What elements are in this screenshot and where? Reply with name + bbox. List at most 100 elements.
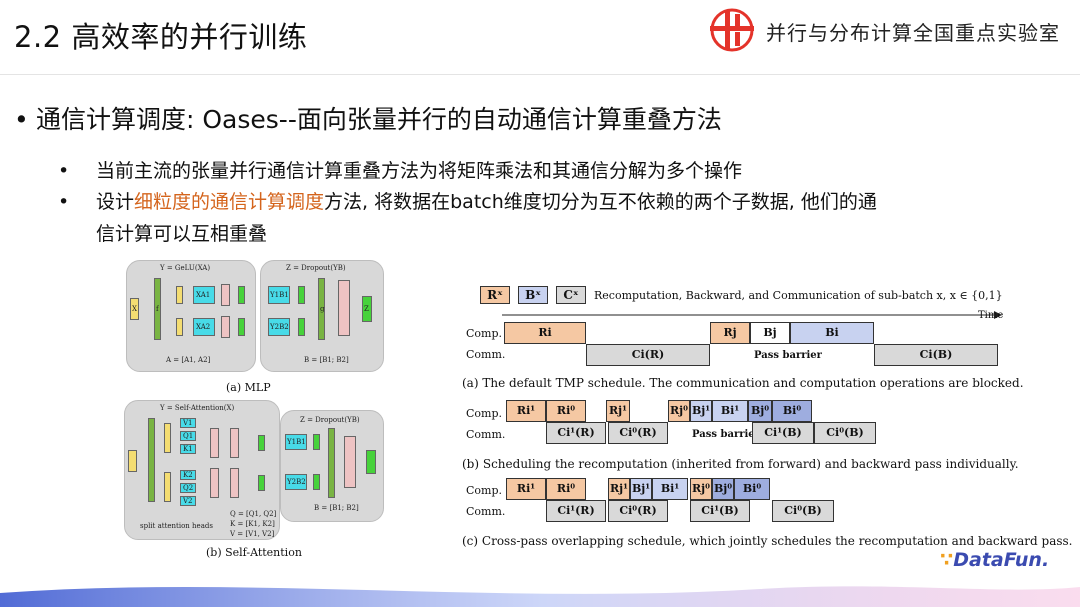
a-comp-label: Comp.: [466, 327, 503, 340]
attn-z2-block: [313, 474, 320, 490]
attn-v2-label: V2: [183, 497, 193, 505]
mlp-xa2-label: XA2: [196, 323, 211, 331]
split-eq-k: K = [K1, K2]: [230, 520, 275, 528]
attn-z-block: [366, 450, 376, 474]
attn-x2-block: [164, 472, 171, 502]
mlp-gelu1-block: [221, 284, 230, 306]
split-eq-q: Q = [Q1, Q2]: [230, 510, 277, 518]
b-comp-rj1: Rj¹: [606, 400, 630, 422]
mlp-xa1-label: XA1: [196, 291, 211, 299]
slide-title: 2.2 高效率的并行训练: [14, 20, 308, 54]
a-comp-rj: Rj: [710, 322, 750, 344]
c-comm-c0r: Ci⁰(R): [608, 500, 668, 522]
attn-b-eq: B = [B1; B2]: [314, 504, 359, 512]
c-comm-c1b: Ci¹(B): [690, 500, 750, 522]
attn-g-block: [328, 428, 335, 498]
mlp-z2-block: [298, 318, 305, 336]
c-comm-label: Comm.: [466, 505, 506, 518]
c-comp-label: Comp.: [466, 484, 503, 497]
mlp-a-eq: A = [A1, A2]: [166, 356, 211, 364]
footer-wave: [0, 586, 1080, 607]
a-comm-label: Comm.: [466, 348, 506, 361]
a-comm-cb: Ci(B): [874, 344, 998, 366]
b-comp-ri1: Ri¹: [506, 400, 546, 422]
attn-softmax1-block: [210, 428, 219, 458]
attn-k1-label: K1: [183, 445, 193, 453]
mlp-gelu2-block: [221, 316, 230, 338]
attn-y1-block: [258, 435, 265, 451]
c-comp-rj0: Rj⁰: [690, 478, 712, 500]
mlp-b-eq: B = [B1; B2]: [304, 356, 349, 364]
attn-f-block: [148, 418, 155, 502]
attn-y2-block: [258, 475, 265, 491]
title-divider: [0, 74, 1080, 75]
attn-q2-label: Q2: [183, 484, 194, 492]
highlight-text: 细粒度的通信计算调度: [134, 191, 325, 213]
mlp-x-label: X: [132, 305, 137, 313]
b-comp-bi0: Bi⁰: [772, 400, 812, 422]
c-comp-bj1: Bj¹: [630, 478, 652, 500]
attn-y2b2-label: Y2B2: [287, 478, 306, 486]
attn-softmax2-block: [210, 468, 219, 498]
mlp-z-block: [362, 296, 372, 322]
b-comm-c1r: Ci¹(R): [546, 422, 606, 444]
mlp-f-label: f: [156, 305, 159, 313]
c-caption: (c) Cross-pass overlapping schedule, whi…: [462, 534, 1073, 548]
mlp-y1-block: [238, 286, 245, 304]
architecture-figure: Y = GeLU(XA) Z = Dropout(YB) X f XA1 XA2…: [118, 258, 394, 563]
b-comm-c0r: Ci⁰(R): [608, 422, 668, 444]
attn-y1b1-label: Y1B1: [287, 438, 306, 446]
split-heads-label: split attention heads: [140, 522, 213, 530]
attn-q2-block: [180, 483, 196, 493]
attn-v1-label: V1: [183, 419, 193, 427]
b-comp-bj0: Bj⁰: [748, 400, 772, 422]
attn-q1-label: Q1: [183, 432, 194, 440]
c-comp-bj0: Bj⁰: [712, 478, 734, 500]
mlp-xa2-block: [193, 318, 215, 336]
c-comp-ri0: Ri⁰: [546, 478, 586, 500]
attn-z1-block: [313, 434, 320, 450]
attn-y1b1-block: [285, 434, 307, 450]
bullet-marker: •: [58, 160, 70, 182]
lab-logo-icon: [710, 8, 754, 52]
mlp-g-label: g: [320, 305, 325, 313]
legend-b: Bˣ: [518, 286, 548, 304]
mlp-y-eq: Y = GeLU(XA): [160, 264, 211, 272]
split-eq-v: V = [V1, V2]: [230, 530, 275, 538]
sub-bullet-line2: 信计算可以互相重叠: [96, 223, 268, 245]
bullet-marker: •: [58, 191, 70, 213]
attn-k1-block: [180, 444, 196, 454]
b-comp-bi1: Bi¹: [712, 400, 748, 422]
b-comp-label: Comp.: [466, 407, 503, 420]
attn-v1-block: [180, 418, 196, 428]
mlp-y2b2-block: [268, 318, 290, 336]
datafun-dots-icon: ∵: [940, 549, 954, 571]
b-comp-ri0: Ri⁰: [546, 400, 586, 422]
mlp-z-eq: Z = Dropout(YB): [286, 264, 346, 272]
attn-x-block: [128, 450, 137, 472]
mlp-z-label: Z: [364, 305, 369, 313]
c-comp-ri1: Ri¹: [506, 478, 546, 500]
c-comp-bi1: Bi¹: [652, 478, 688, 500]
mlp-x1-block: [176, 286, 183, 304]
mlp-x2-block: [176, 318, 183, 336]
schedule-figure: Rˣ Bˣ Cˣ Recomputation, Backward, and Co…: [462, 282, 1073, 552]
attn-q1-block: [180, 431, 196, 441]
main-bullet: •通信计算调度: Oases--面向张量并行的自动通信计算重叠方法: [14, 100, 722, 136]
attn-y-eq: Y = Self-Attention(X): [160, 404, 235, 412]
b-caption: (b) Scheduling the recomputation (inheri…: [462, 457, 1019, 471]
datafun-text: DataFun.: [953, 549, 1050, 571]
b-comm-label: Comm.: [466, 428, 506, 441]
legend-c: Cˣ: [556, 286, 586, 304]
mlp-caption: (a) MLP: [226, 381, 271, 394]
mlp-y2b2-label: Y2B2: [270, 323, 289, 331]
b-comm-c1b: Ci¹(B): [752, 422, 814, 444]
c-comp-bi0: Bi⁰: [734, 478, 770, 500]
sub-bullet-text: 当前主流的张量并行通信计算重叠方法为将矩阵乘法和其通信分解为多个操作: [96, 160, 743, 182]
b-comm-c0b: Ci⁰(B): [814, 422, 876, 444]
mlp-y1b1-label: Y1B1: [270, 291, 289, 299]
mlp-y1b1-block: [268, 286, 290, 304]
attn-dropout1-block: [230, 428, 239, 458]
c-comm-c0b: Ci⁰(B): [772, 500, 834, 522]
datafun-logo: ∵DataFun.: [940, 549, 1049, 571]
